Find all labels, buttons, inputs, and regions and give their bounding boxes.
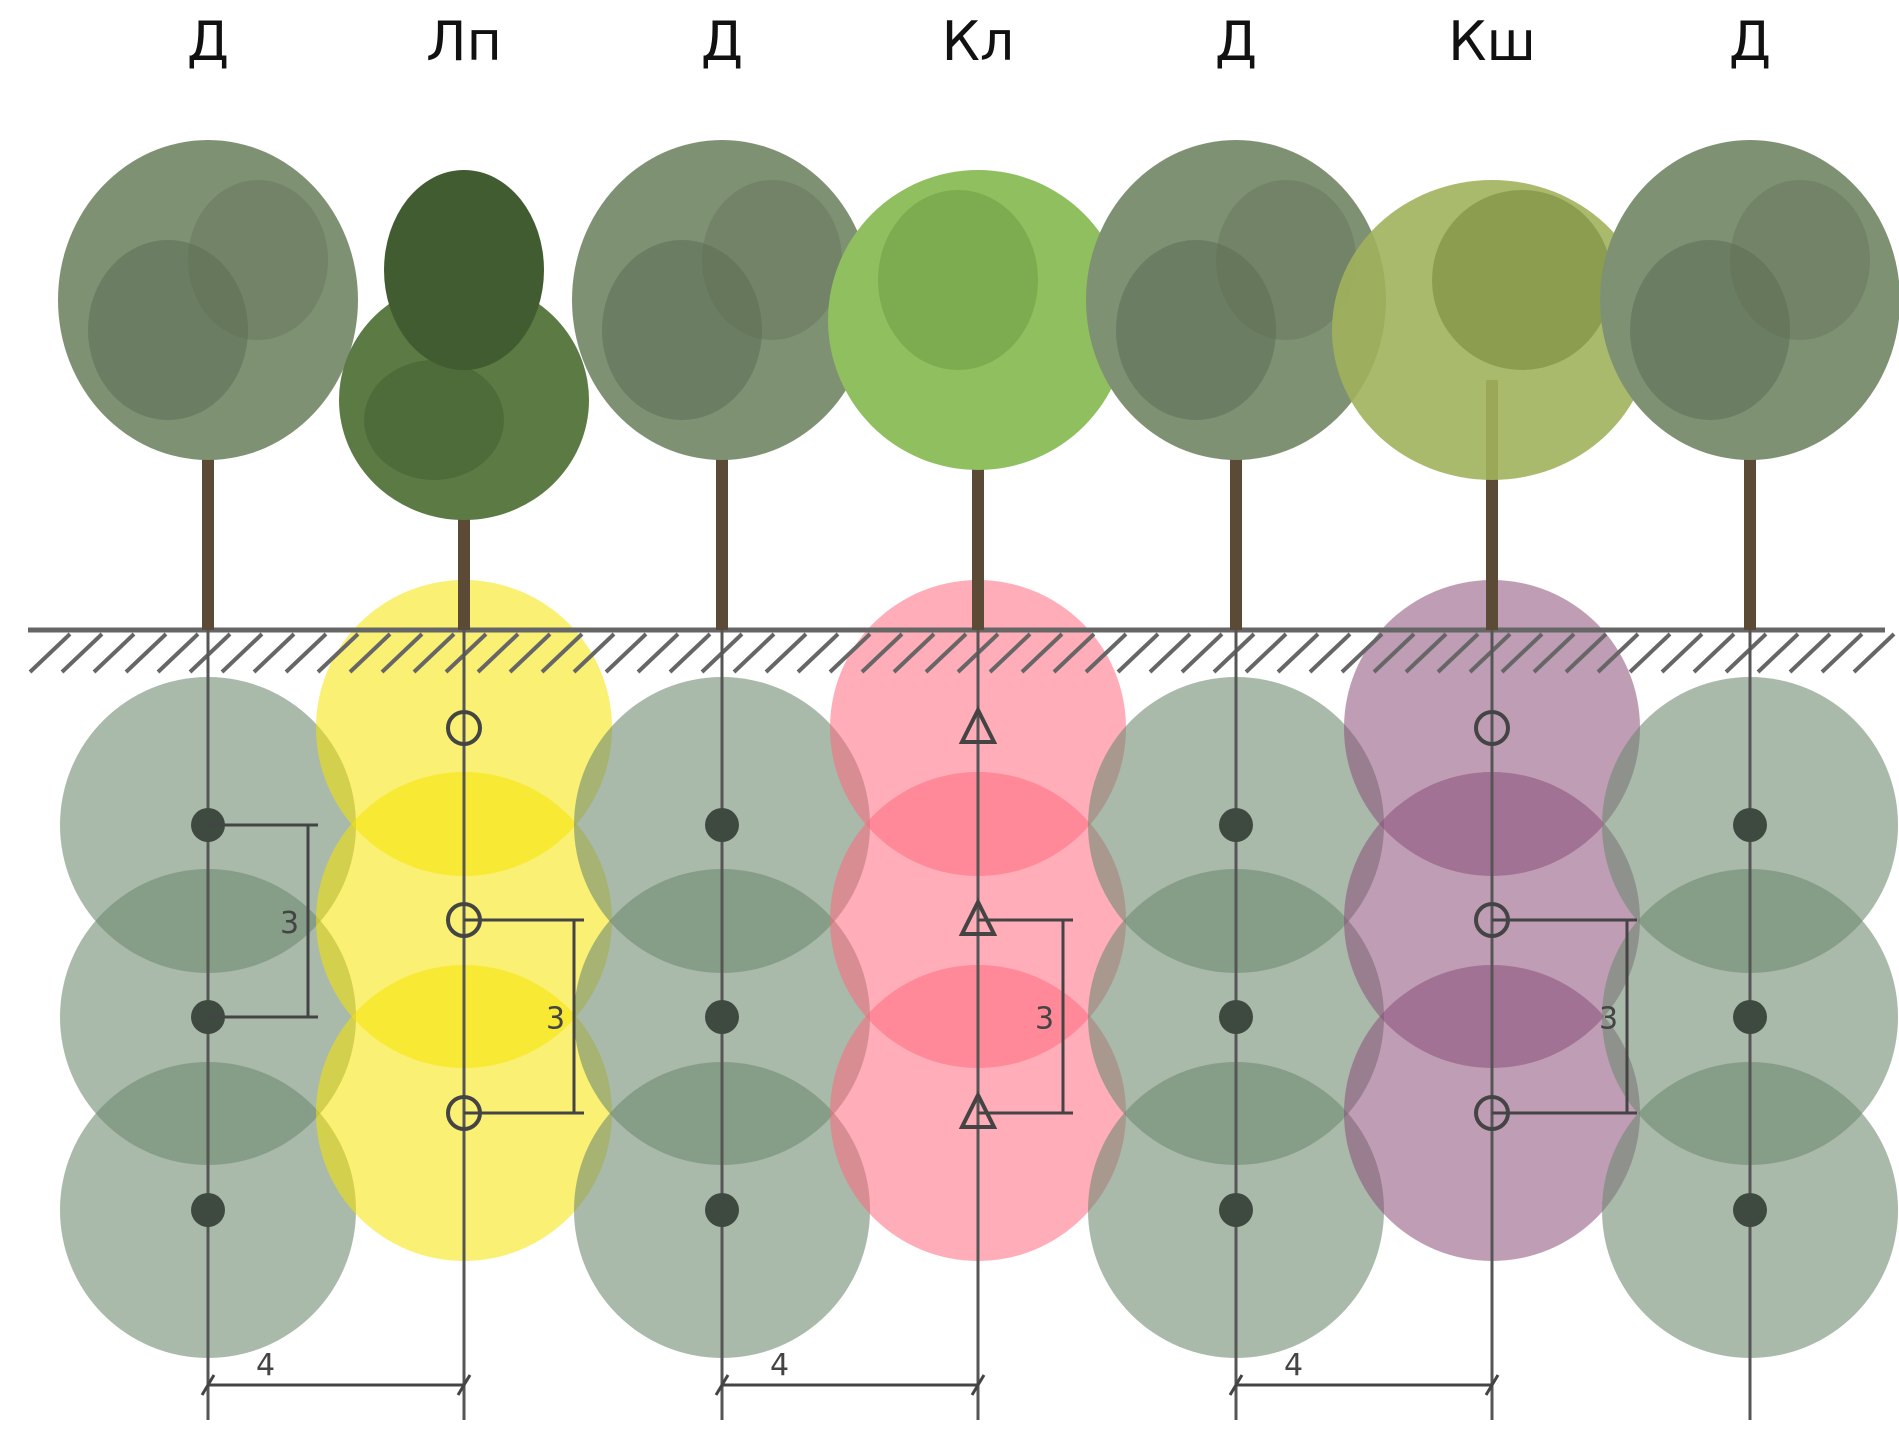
column-label-chestnut: Кш xyxy=(1448,10,1536,73)
ground-hatch xyxy=(156,632,200,674)
axis-line-layer xyxy=(206,630,1752,1420)
ground-hatch xyxy=(252,632,296,674)
ground-hatch xyxy=(636,632,680,674)
oak-tree-icon xyxy=(58,140,358,630)
ground-hatch xyxy=(1372,632,1416,674)
ground-hatch xyxy=(1692,632,1736,674)
column-label-linden: Лп xyxy=(426,10,502,73)
oak-marker-dot xyxy=(191,1193,225,1227)
ground-line-layer xyxy=(28,627,1896,674)
dimension-layer: 3 3 3 3 4 4 4 xyxy=(200,823,1637,1396)
maple-marker-triangle xyxy=(958,705,998,744)
ground-hatch xyxy=(1020,632,1064,674)
oak-marker-dot xyxy=(1219,808,1253,842)
oak-marker-dot xyxy=(705,1000,739,1034)
ground-hatch xyxy=(1244,632,1288,674)
oak-marker-dot xyxy=(705,1193,739,1227)
ground-hatch xyxy=(668,632,712,674)
ground-hatch xyxy=(732,632,776,674)
oak-tree-icon xyxy=(572,140,872,630)
ground-hatch xyxy=(1788,632,1832,674)
ground-hatch xyxy=(764,632,808,674)
ground-hatch xyxy=(28,632,72,674)
oak-marker-dot xyxy=(1733,1193,1767,1227)
oak-tree-icon xyxy=(1600,140,1899,630)
column-label-oak: Д xyxy=(1214,10,1258,73)
tree-illustration-layer xyxy=(58,140,1899,630)
oak-tree-icon xyxy=(1086,140,1386,630)
row-spacing-label: 3 xyxy=(1599,1002,1618,1037)
ground-hatch xyxy=(412,632,456,674)
ground-hatch xyxy=(1564,632,1608,674)
ground-hatch xyxy=(348,632,392,674)
column-spacing-label: 4 xyxy=(256,1348,275,1383)
ground-hatch xyxy=(1724,632,1768,674)
ground-hatch xyxy=(316,632,360,674)
ground-hatch xyxy=(1660,632,1704,674)
oak-marker-dot xyxy=(1733,808,1767,842)
ground-hatch xyxy=(284,632,328,674)
maple-marker-triangle xyxy=(958,1090,998,1129)
column-label-oak: Д xyxy=(1728,10,1772,73)
row-spacing-label: 3 xyxy=(546,1002,565,1037)
ground-hatch xyxy=(1116,632,1160,674)
oak-marker-dot xyxy=(1219,1193,1253,1227)
chestnut-marker-circle xyxy=(1474,710,1510,746)
ground-hatch xyxy=(1468,632,1512,674)
column-label-oak: Д xyxy=(186,10,230,73)
chestnut-tree-icon xyxy=(1332,180,1652,630)
ground-hatch xyxy=(1532,632,1576,674)
oak-marker-dot xyxy=(1733,1000,1767,1034)
ground-hatch xyxy=(444,632,488,674)
linden-tree-icon xyxy=(339,170,589,630)
ground-hatch xyxy=(124,632,168,674)
ground-hatch xyxy=(1212,632,1256,674)
ground-hatch xyxy=(1820,632,1864,674)
ground-hatch xyxy=(828,632,872,674)
maple-tree-icon xyxy=(828,170,1128,630)
ground-hatch xyxy=(1180,632,1224,674)
ground-hatch xyxy=(540,632,584,674)
column-label-maple: Кл xyxy=(941,10,1015,73)
ground-hatch xyxy=(796,632,840,674)
ground-hatch xyxy=(1148,632,1192,674)
ground-hatch xyxy=(92,632,136,674)
linden-marker-circle xyxy=(446,710,482,746)
ground-hatch xyxy=(1052,632,1096,674)
ground-hatch xyxy=(476,632,520,674)
column-label-oak: Д xyxy=(700,10,744,73)
ground-hatch xyxy=(380,632,424,674)
ground-hatch xyxy=(860,632,904,674)
column-spacing-label: 4 xyxy=(770,1348,789,1383)
maple-marker-triangle xyxy=(958,897,998,936)
ground-hatch xyxy=(604,632,648,674)
row-spacing-label: 3 xyxy=(1035,1002,1054,1037)
ground-hatch xyxy=(508,632,552,674)
ground-hatch xyxy=(1852,632,1896,674)
ground-hatch xyxy=(1500,632,1544,674)
oak-marker-dot xyxy=(1219,1000,1253,1034)
row-spacing-label: 3 xyxy=(280,906,299,941)
ground-hatch xyxy=(220,632,264,674)
ground-hatch xyxy=(1756,632,1800,674)
ground-hatch xyxy=(572,632,616,674)
ground-hatch xyxy=(1436,632,1480,674)
column-spacing-label: 4 xyxy=(1284,1348,1303,1383)
ground-hatch xyxy=(988,632,1032,674)
ground-hatch xyxy=(1340,632,1384,674)
ground-hatch xyxy=(1308,632,1352,674)
ground-hatch xyxy=(924,632,968,674)
ground-hatch xyxy=(188,632,232,674)
ground-hatch xyxy=(1404,632,1448,674)
ground-hatch xyxy=(1596,632,1640,674)
ground-hatch xyxy=(60,632,104,674)
ground-hatch xyxy=(1628,632,1672,674)
ground-hatch xyxy=(1084,632,1128,674)
ground-hatch xyxy=(892,632,936,674)
ground-hatch xyxy=(1276,632,1320,674)
oak-marker-dot xyxy=(705,808,739,842)
